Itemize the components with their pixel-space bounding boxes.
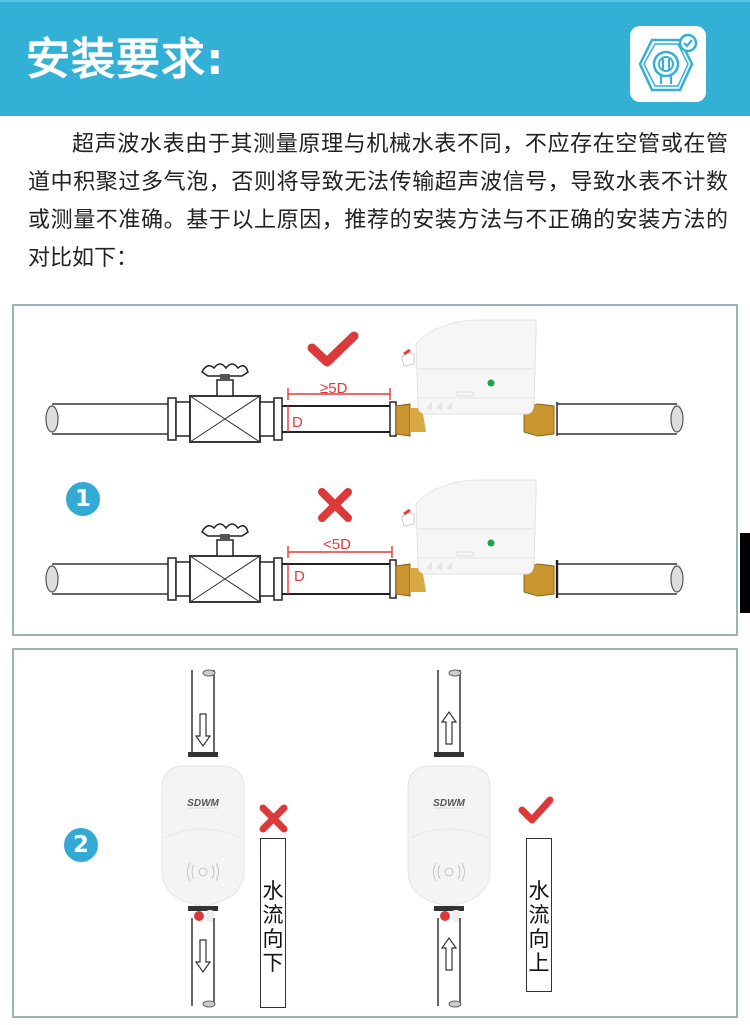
incorrect-installation-diagram [45,478,684,603]
vertical-install-diagram: SDWM [161,669,554,1008]
page-title: 安装要求: [26,34,225,85]
straight-pipe-requirement-panel: ≥5D D <5D D 1 [12,304,738,636]
min-distance-label: ≥5D [320,380,348,397]
correct-installation-diagram [45,318,684,443]
check-icon [518,796,554,824]
diameter-label-incorrect: D [294,568,305,585]
edge-marker [740,533,750,613]
intro-paragraph: 超声波水表由于其测量原理与机械水表不同，不应存在空管或在管道中积聚过多气泡，否则… [28,126,728,278]
horizontal-install-diagram [45,318,684,603]
step-badge-1: 1 [66,482,100,516]
cross-icon [318,488,352,522]
diameter-label-correct: D [292,414,303,431]
step-badge-2: 2 [64,828,98,862]
upward-flow-meter [407,669,491,1008]
short-distance-label: <5D [323,536,351,553]
flow-direction-panel: SDWM [12,648,738,1018]
page-header: 安装要求: [0,0,750,116]
cross-icon [259,804,288,833]
check-icon [307,331,359,367]
flow-down-label: 水 流 向 下 [260,838,286,1008]
flow-up-label: 水 流 向 上 [526,838,552,992]
intro-text: 超声波水表由于其测量原理与机械水表不同，不应存在空管或在管道中积聚过多气泡，否则… [28,132,728,271]
wrench-hexagon-check-icon [630,26,706,102]
downward-flow-meter [161,669,245,1008]
